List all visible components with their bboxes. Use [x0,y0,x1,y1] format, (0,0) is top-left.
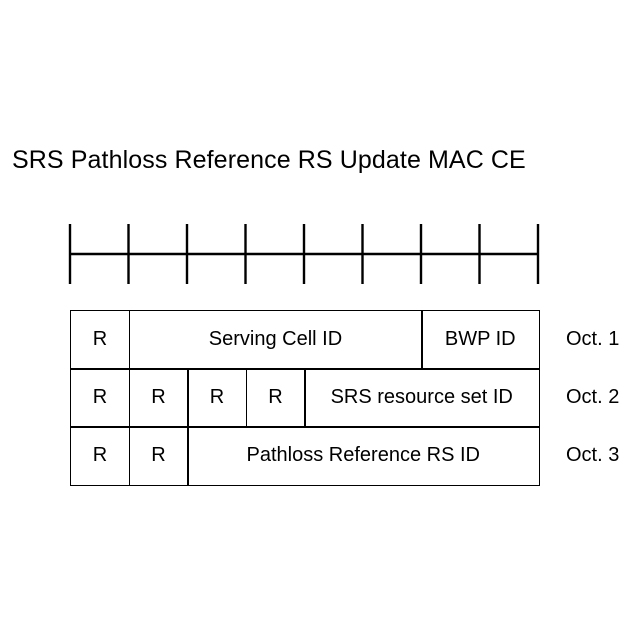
reserved-bit-field: R [246,368,306,428]
field-pathloss-reference-rs-id: Pathloss Reference RS ID [187,426,540,486]
field-bwp-id: BWP ID [421,310,540,370]
reserved-bit-field: R [187,368,247,428]
octet-label: Oct. 2 [566,368,619,426]
reserved-bit-field: R [129,426,189,486]
field-srs-resource-set-id: SRS resource set ID [304,368,540,428]
octet-label: Oct. 1 [566,310,619,368]
reserved-bit-field: R [129,368,189,428]
octet-label: Oct. 3 [566,426,619,484]
reserved-bit-field: R [70,426,130,486]
mac-ce-field-table: RServing Cell IDBWP IDRRRRSRS resource s… [70,310,538,484]
field-serving-cell-id: Serving Cell ID [129,310,423,370]
diagram-title: SRS Pathloss Reference RS Update MAC CE [12,146,526,175]
reserved-bit-field: R [70,310,130,370]
reserved-bit-field: R [70,368,130,428]
bit-ruler [66,222,546,286]
